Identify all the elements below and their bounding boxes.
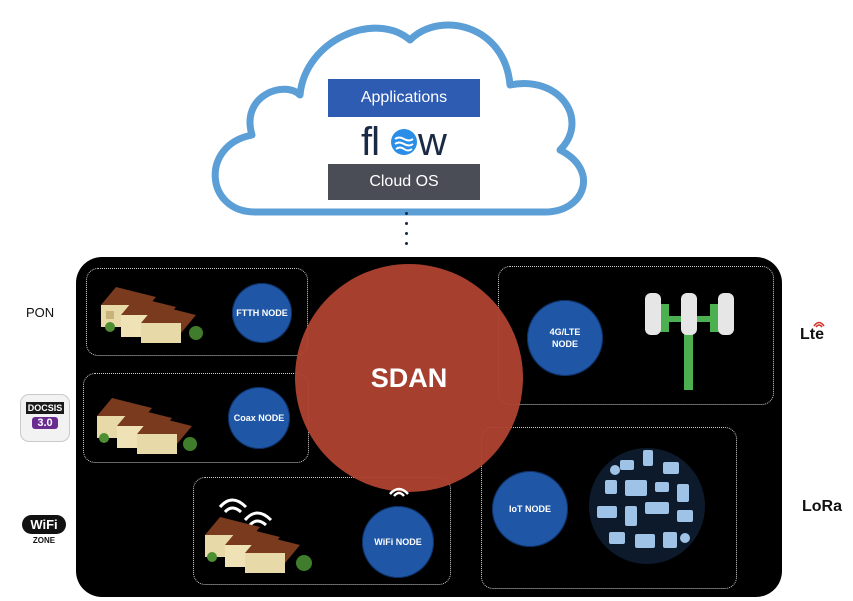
lora-logo: LoRa <box>802 498 842 515</box>
lte-node-label-line2: NODE <box>551 339 578 349</box>
svg-text:fl: fl <box>361 120 379 163</box>
applications-label: Applications <box>360 89 448 106</box>
ftth-node-label: FTTH NODE <box>236 308 288 318</box>
iot-zone <box>481 427 737 589</box>
cloud-os-box: Cloud OS <box>328 164 480 200</box>
connector-dots <box>404 212 410 252</box>
sdan-circle: SDAN <box>295 264 523 492</box>
iot-node: IoT NODE <box>492 471 568 547</box>
flow-logo: fl w <box>355 117 465 164</box>
houses-wifi-icon <box>205 498 312 573</box>
cloud-os-label: Cloud OS <box>369 173 439 190</box>
houses-coax-icon <box>97 398 197 454</box>
lte-signal-icon <box>813 321 825 328</box>
coax-node: Coax NODE <box>228 387 290 449</box>
lte-node: 4G/LTE NODE <box>527 300 603 376</box>
docsis-top-text: DOCSIS <box>26 402 64 414</box>
docsis-logo: DOCSIS 3.0 <box>20 394 70 442</box>
svg-text:w: w <box>417 120 447 163</box>
wifi-zone <box>193 477 451 585</box>
docsis-version-text: 3.0 <box>32 417 58 429</box>
wifi-zone-logo: WiFi ZONE <box>22 515 66 545</box>
iot-devices-icon <box>589 448 705 564</box>
wifi-logo-text: WiFi <box>22 515 66 534</box>
houses-ftth-icon <box>101 287 203 343</box>
ftth-node: FTTH NODE <box>232 283 292 343</box>
ftth-zone <box>86 268 308 356</box>
lte-node-label-line1: 4G/LTE <box>549 327 581 337</box>
wifi-signal-icon <box>389 487 409 497</box>
lte-logo-text: Lte <box>800 326 824 343</box>
lte-logo: Lte <box>800 320 825 343</box>
wifi-node-label: WiFi NODE <box>374 537 422 547</box>
applications-box: Applications <box>328 79 480 117</box>
cell-tower-icon <box>645 293 734 390</box>
wifi-node: WiFi NODE <box>362 506 434 578</box>
wifi-zone-text: ZONE <box>32 536 56 545</box>
sdan-label: SDAN <box>370 362 448 393</box>
pon-label: PON <box>26 305 55 320</box>
iot-node-label: IoT NODE <box>509 504 551 514</box>
coax-node-label: Coax NODE <box>233 413 285 423</box>
